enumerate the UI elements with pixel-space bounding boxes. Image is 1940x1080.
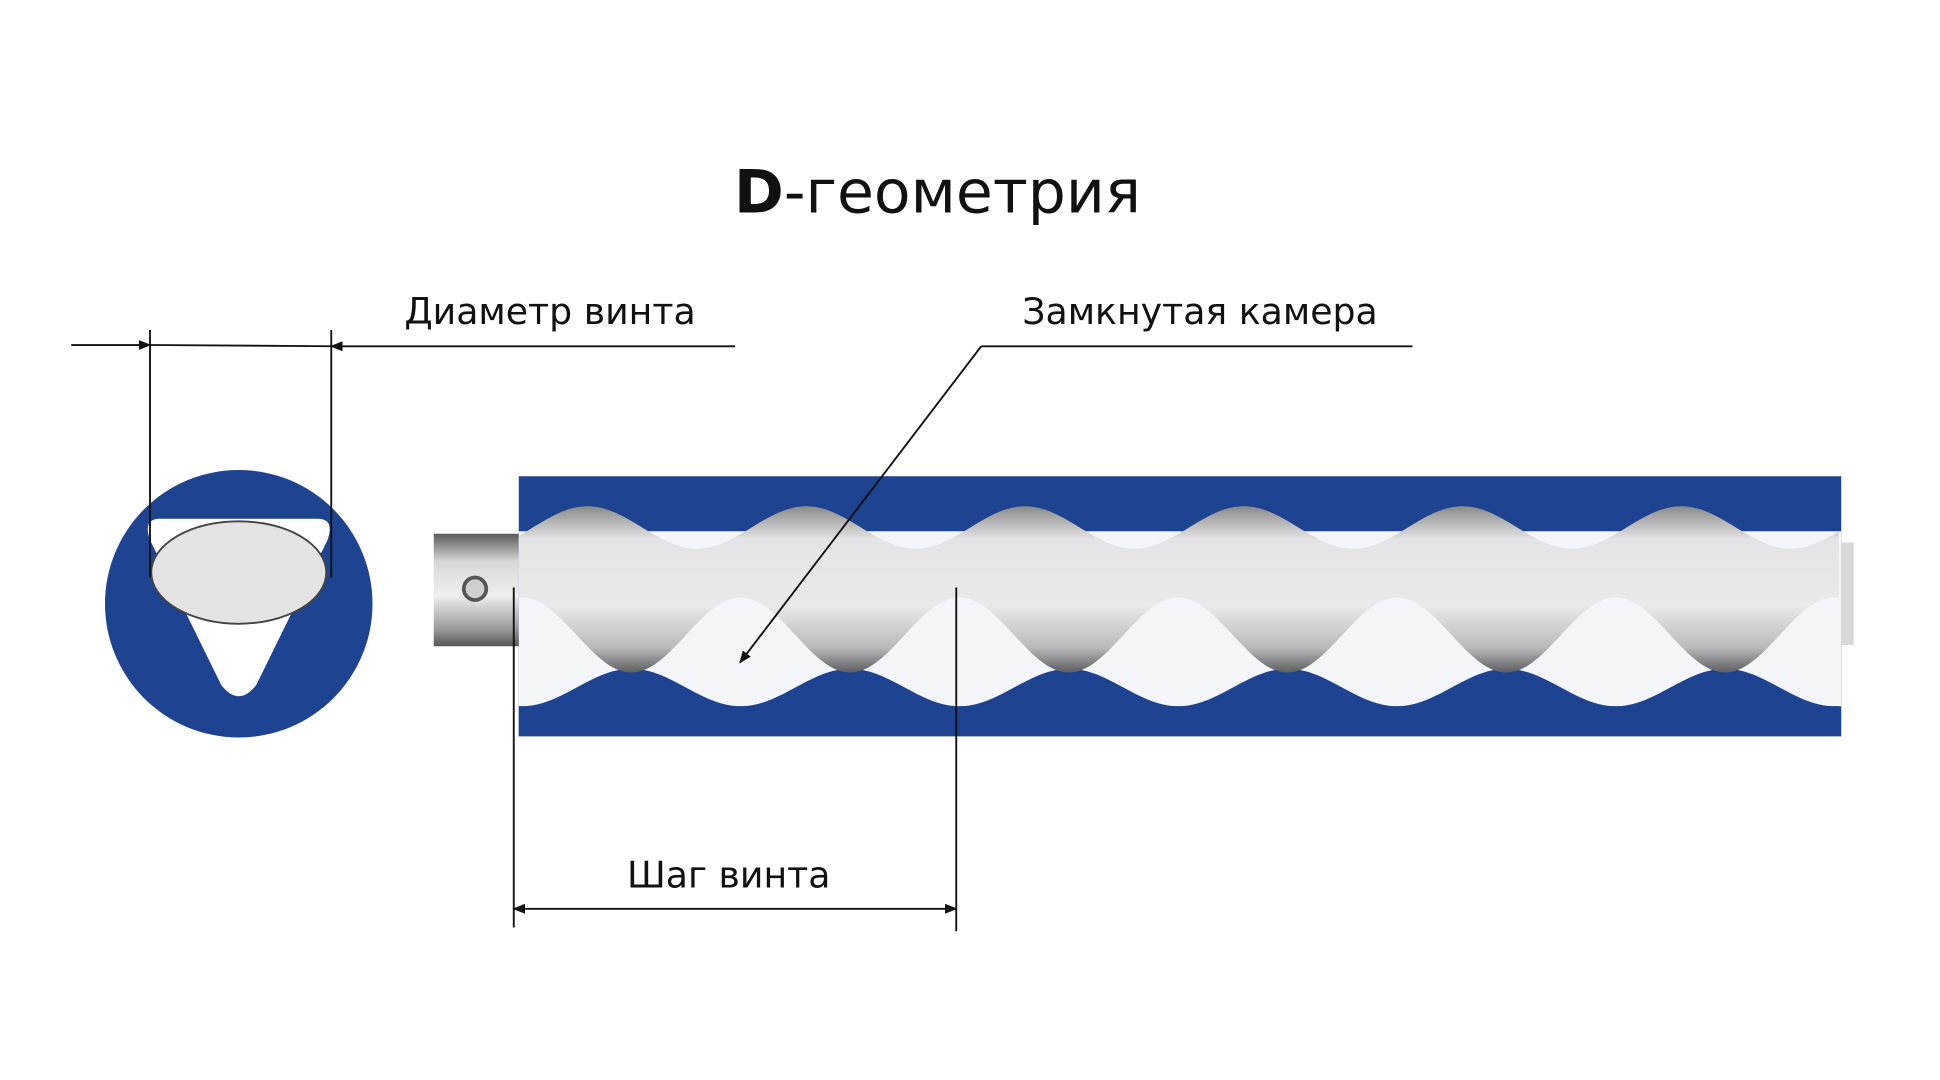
stator-lower-wave bbox=[518, 668, 1842, 737]
chamber-callout: Замкнутая камера bbox=[739, 290, 1413, 664]
rotor bbox=[518, 506, 1839, 673]
shaft-hole bbox=[461, 575, 489, 602]
diameter-label: Диаметр винта bbox=[404, 290, 695, 333]
pitch-label: Шаг винта bbox=[627, 854, 831, 897]
title-bold: D bbox=[734, 158, 784, 228]
diameter-dimension: Диаметр винта bbox=[71, 290, 735, 578]
title-rest: -геометрия bbox=[784, 158, 1141, 228]
pump-body bbox=[433, 476, 1854, 737]
pitch-dimension: Шаг винта bbox=[512, 587, 958, 932]
cross-section bbox=[105, 470, 373, 738]
diagram-title: D-геометрия bbox=[734, 158, 1141, 228]
chamber-label: Замкнутая камера bbox=[1022, 290, 1378, 333]
